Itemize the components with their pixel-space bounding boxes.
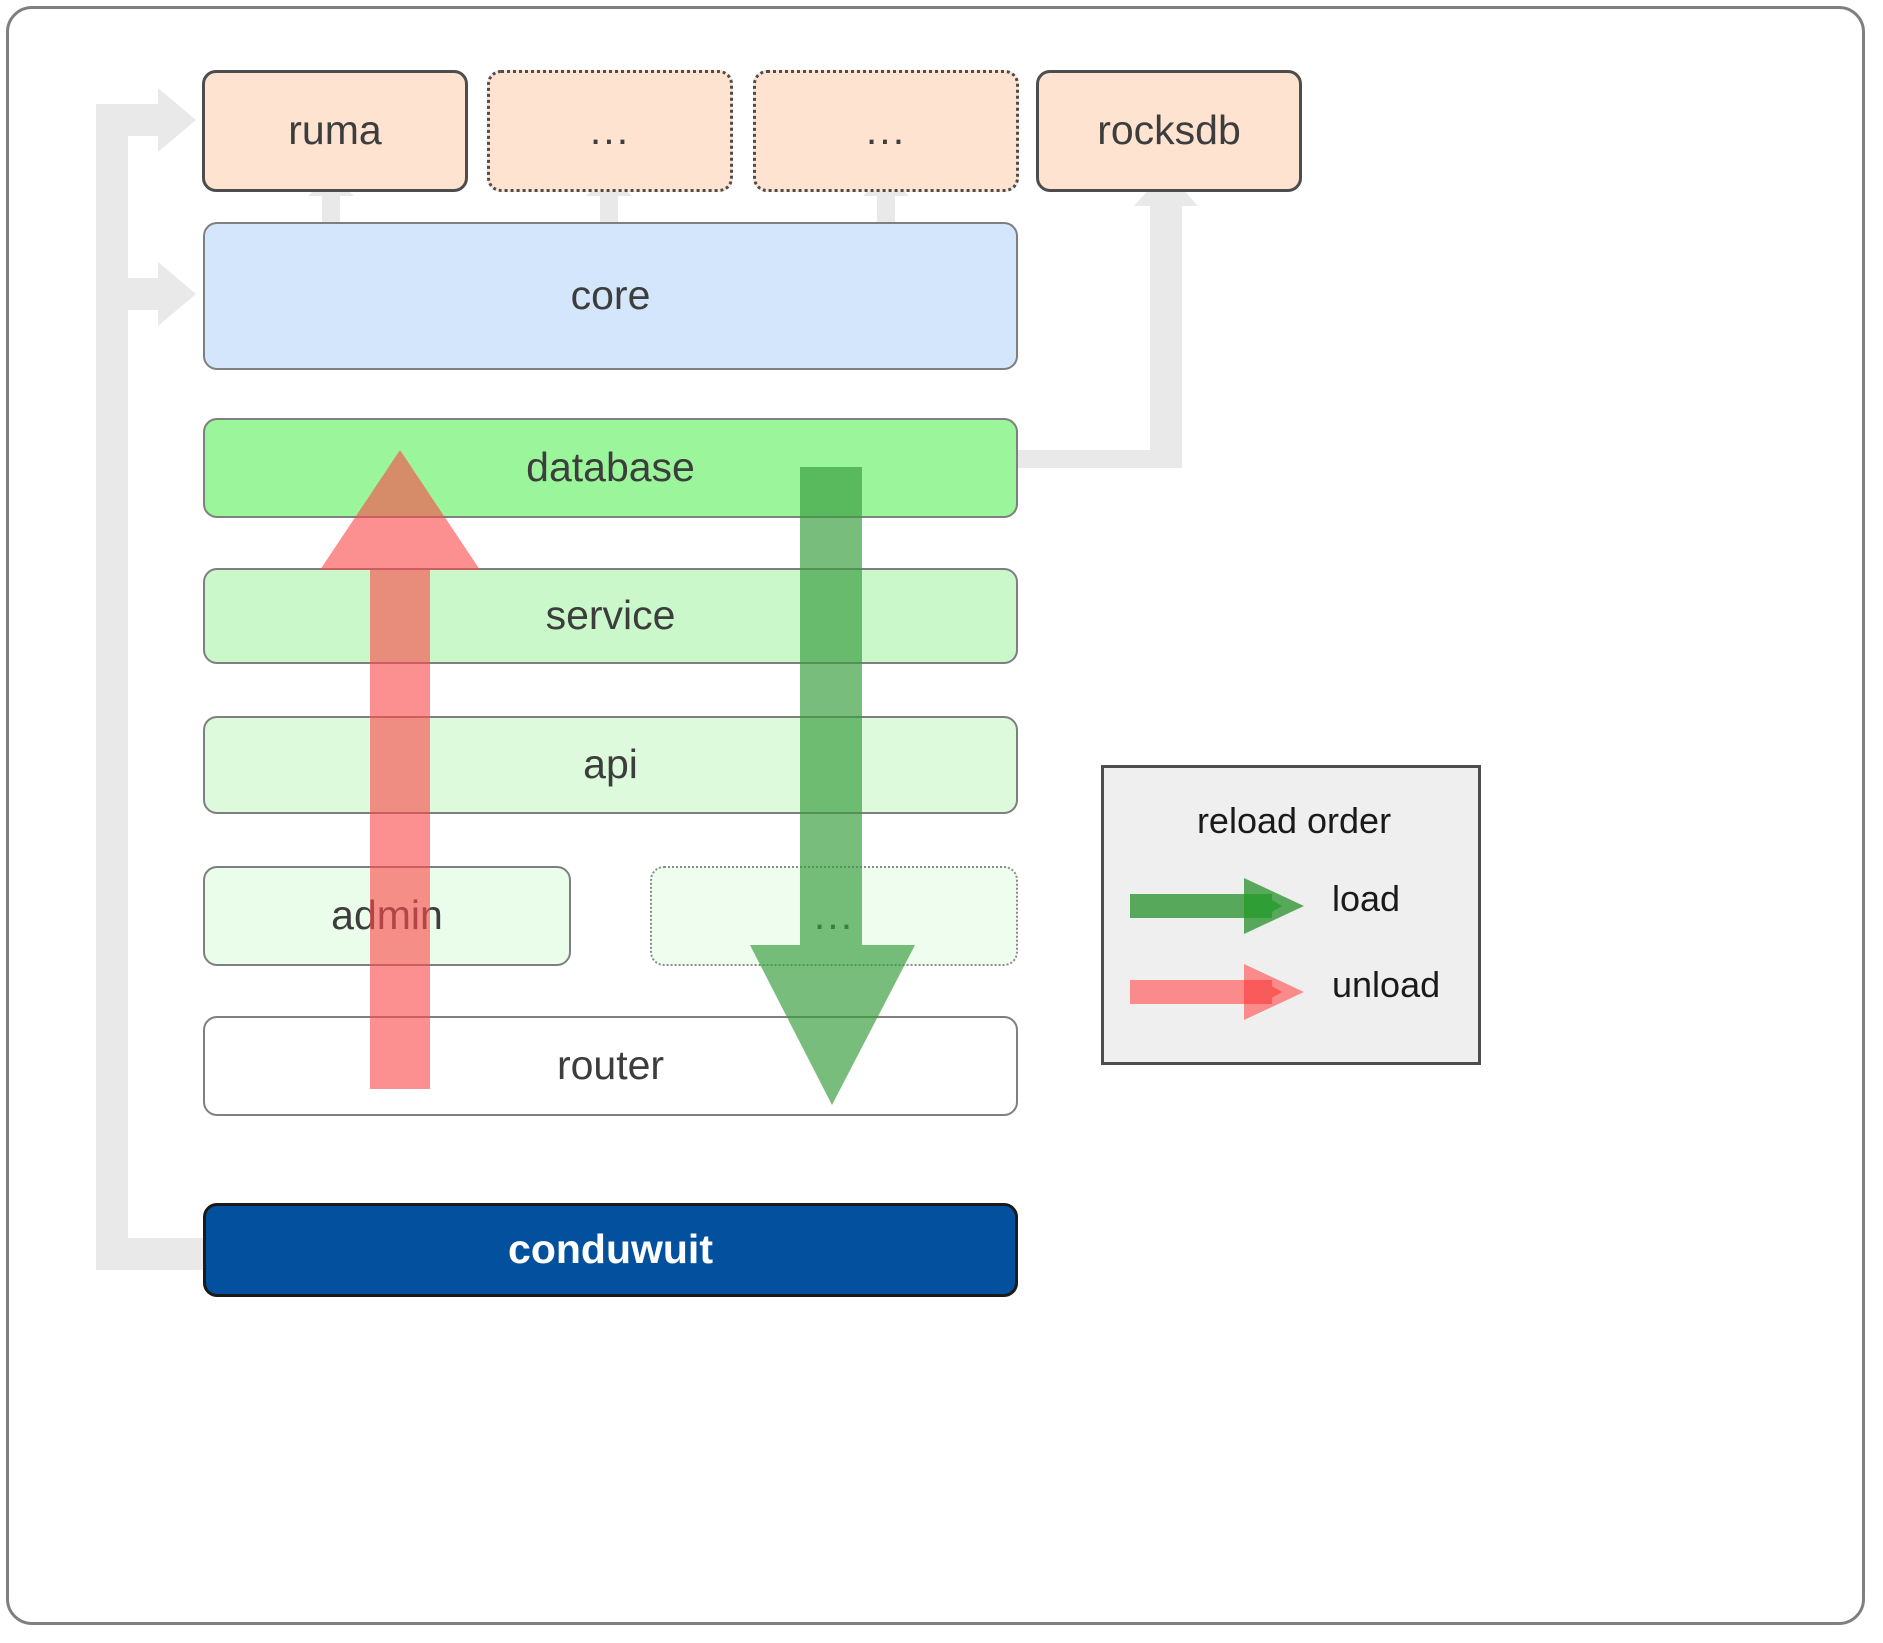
layer-label-service: service — [545, 592, 676, 639]
legend-label-unload: unload — [1332, 964, 1441, 1005]
dependency-box-ruma[interactable]: ruma — [202, 70, 468, 192]
legend-label-load: load — [1332, 878, 1401, 919]
unload-arrow-icon — [1130, 964, 1304, 1020]
layer-label-placeholder: ... — [813, 892, 855, 939]
layer-label-database: database — [526, 444, 695, 491]
layer-box-service[interactable]: service — [203, 568, 1018, 664]
layer-box-admin[interactable]: admin — [203, 866, 571, 966]
dependency-label-ruma: ruma — [288, 107, 382, 154]
dependency-box-placeholder-1[interactable]: ... — [487, 70, 733, 192]
layer-box-api[interactable]: api — [203, 716, 1018, 814]
layer-box-core[interactable]: core — [203, 222, 1018, 370]
legend-panel: reload order load unload — [1101, 765, 1481, 1065]
dependency-label-rocksdb: rocksdb — [1097, 107, 1241, 154]
layer-label-admin: admin — [331, 892, 443, 939]
dependency-box-rocksdb[interactable]: rocksdb — [1036, 70, 1302, 192]
dependency-label-placeholder-1: ... — [589, 107, 631, 154]
legend-row-unload: unload — [1104, 954, 1484, 1026]
layer-box-database[interactable]: database — [203, 418, 1018, 518]
legend-row-load: load — [1104, 868, 1484, 940]
dependency-label-placeholder-2: ... — [865, 107, 907, 154]
layer-box-router[interactable]: router — [203, 1016, 1018, 1116]
binary-box-conduwuit[interactable]: conduwuit — [203, 1203, 1018, 1297]
layer-label-api: api — [583, 741, 638, 788]
binary-label-conduwuit: conduwuit — [508, 1226, 713, 1273]
layer-box-placeholder[interactable]: ... — [650, 866, 1018, 966]
layer-label-router: router — [556, 1042, 665, 1089]
legend-title: reload order — [1196, 800, 1392, 841]
dependency-box-placeholder-2[interactable]: ... — [753, 70, 1019, 192]
load-arrow-icon — [1130, 878, 1304, 934]
layer-label-core: core — [570, 272, 651, 319]
